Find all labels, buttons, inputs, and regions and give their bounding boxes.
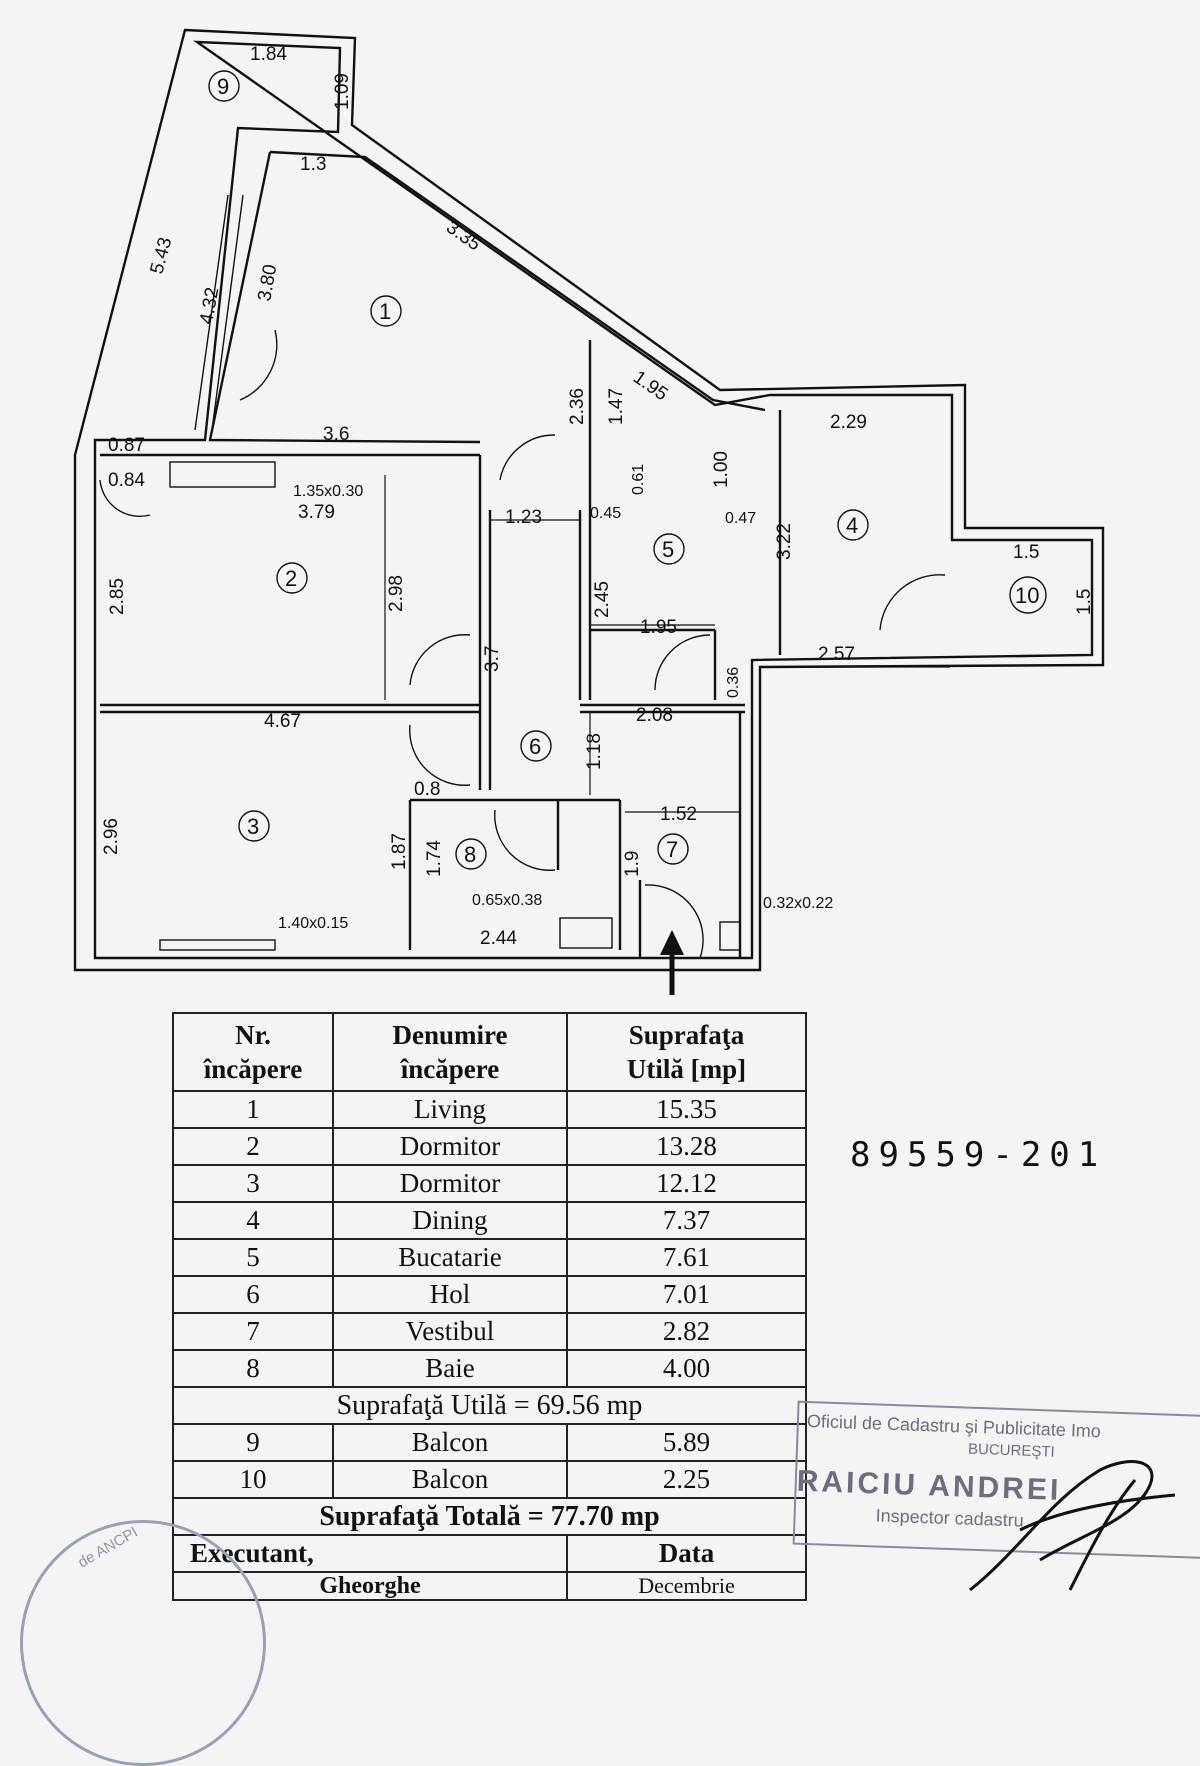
- svg-text:1.52: 1.52: [660, 804, 697, 825]
- svg-text:1.5: 1.5: [1074, 589, 1095, 615]
- svg-text:1.95: 1.95: [629, 367, 671, 405]
- svg-text:2.96: 2.96: [101, 818, 122, 855]
- svg-text:1.5: 1.5: [1013, 542, 1039, 563]
- svg-text:3.80: 3.80: [254, 263, 281, 303]
- svg-text:1.00: 1.00: [711, 451, 732, 488]
- svg-text:1.74: 1.74: [424, 840, 445, 877]
- dimension-labels: 1.84 1.09 1.3 3.35 5.43 4.32 3.80 2.36 1…: [101, 44, 1095, 949]
- svg-text:1.95: 1.95: [640, 617, 677, 638]
- door-arc: [409, 634, 471, 686]
- svg-text:1.35x0.30: 1.35x0.30: [293, 483, 363, 500]
- svg-text:2.85: 2.85: [107, 578, 128, 615]
- svg-text:1.84: 1.84: [250, 44, 287, 65]
- door-arc: [99, 479, 151, 518]
- svg-text:0.47: 0.47: [725, 510, 756, 527]
- entrance-arrow-icon: [660, 930, 684, 955]
- svg-text:3.6: 3.6: [323, 424, 349, 445]
- svg-text:5: 5: [662, 537, 674, 562]
- total-row: Suprafaţă Totală = 77.70 mp: [172, 1497, 807, 1536]
- svg-text:1.18: 1.18: [584, 733, 605, 770]
- outer-wall: [73, 28, 1105, 972]
- svg-text:1.9: 1.9: [622, 851, 643, 877]
- svg-text:1.09: 1.09: [332, 73, 353, 110]
- svg-text:7: 7: [666, 837, 678, 862]
- svg-text:2.08: 2.08: [636, 705, 673, 726]
- svg-text:4: 4: [846, 513, 858, 538]
- svg-text:8: 8: [464, 842, 476, 867]
- window-line: [194, 194, 229, 431]
- executant-details-row: Gheorghe Decembrie: [172, 1571, 807, 1601]
- svg-text:3.79: 3.79: [298, 502, 335, 523]
- svg-text:2.98: 2.98: [386, 575, 407, 612]
- svg-text:5.43: 5.43: [147, 235, 177, 276]
- svg-text:1.23: 1.23: [505, 507, 542, 528]
- svg-text:1.40x0.15: 1.40x0.15: [278, 915, 348, 932]
- svg-text:1: 1: [379, 299, 391, 324]
- svg-text:9: 9: [217, 74, 229, 99]
- window-line: [211, 194, 244, 431]
- subtotal-row: Suprafaţă Utilă = 69.56 mp: [172, 1386, 807, 1425]
- signature: [969, 1460, 1176, 1592]
- door-arc: [409, 724, 471, 786]
- door-arc: [239, 329, 278, 401]
- svg-text:3.7: 3.7: [482, 646, 503, 672]
- svg-text:3: 3: [247, 814, 259, 839]
- shaft: [719, 921, 741, 951]
- header-room-number: Nr.încăpere: [172, 1012, 334, 1092]
- svg-text:4.67: 4.67: [264, 711, 301, 732]
- svg-text:1.87: 1.87: [389, 833, 410, 870]
- official-seal: de ANCPI: [20, 1520, 266, 1766]
- shaft: [559, 917, 613, 949]
- svg-text:3.35: 3.35: [442, 217, 484, 255]
- svg-text:0.36: 0.36: [725, 667, 742, 698]
- svg-text:2.57: 2.57: [818, 644, 855, 665]
- svg-text:0.87: 0.87: [108, 435, 145, 456]
- svg-text:1.3: 1.3: [300, 154, 326, 175]
- svg-text:3.22: 3.22: [774, 523, 795, 560]
- door-arc: [494, 809, 556, 871]
- radiator: [159, 939, 276, 951]
- svg-text:0.61: 0.61: [630, 464, 647, 495]
- svg-text:2.36: 2.36: [567, 388, 588, 425]
- svg-text:0.65x0.38: 0.65x0.38: [472, 892, 542, 909]
- executant-row: Executant, Data: [172, 1534, 807, 1573]
- svg-text:6: 6: [529, 734, 541, 759]
- svg-text:2.44: 2.44: [480, 928, 517, 949]
- room-number-markers: 9 1 2 3 4 5 6 7 8 10: [208, 70, 1047, 870]
- door-arc: [654, 634, 711, 691]
- svg-text:0.84: 0.84: [108, 470, 145, 491]
- svg-text:0.32x0.22: 0.32x0.22: [763, 895, 833, 912]
- cadastral-number: 89559-201: [850, 1135, 1107, 1175]
- inner-outline: [93, 40, 1094, 960]
- svg-text:4.32: 4.32: [196, 286, 223, 326]
- door-arc: [499, 434, 556, 481]
- svg-text:0.45: 0.45: [590, 505, 621, 522]
- door-arc: [644, 884, 704, 959]
- svg-text:1.47: 1.47: [606, 388, 627, 425]
- svg-text:0.8: 0.8: [414, 779, 440, 800]
- radiator: [169, 461, 276, 488]
- svg-text:2.29: 2.29: [830, 412, 867, 433]
- living-wall: [269, 150, 766, 412]
- living-west-wall: [208, 151, 481, 444]
- floor-plan: 9 1 2 3 4 5 6 7 8 10 1.84 1.09 1.3 3.35 …: [73, 28, 1105, 995]
- svg-text:10: 10: [1015, 583, 1039, 608]
- door-arc: [879, 574, 946, 631]
- svg-text:2.45: 2.45: [592, 581, 613, 618]
- svg-text:2: 2: [285, 566, 297, 591]
